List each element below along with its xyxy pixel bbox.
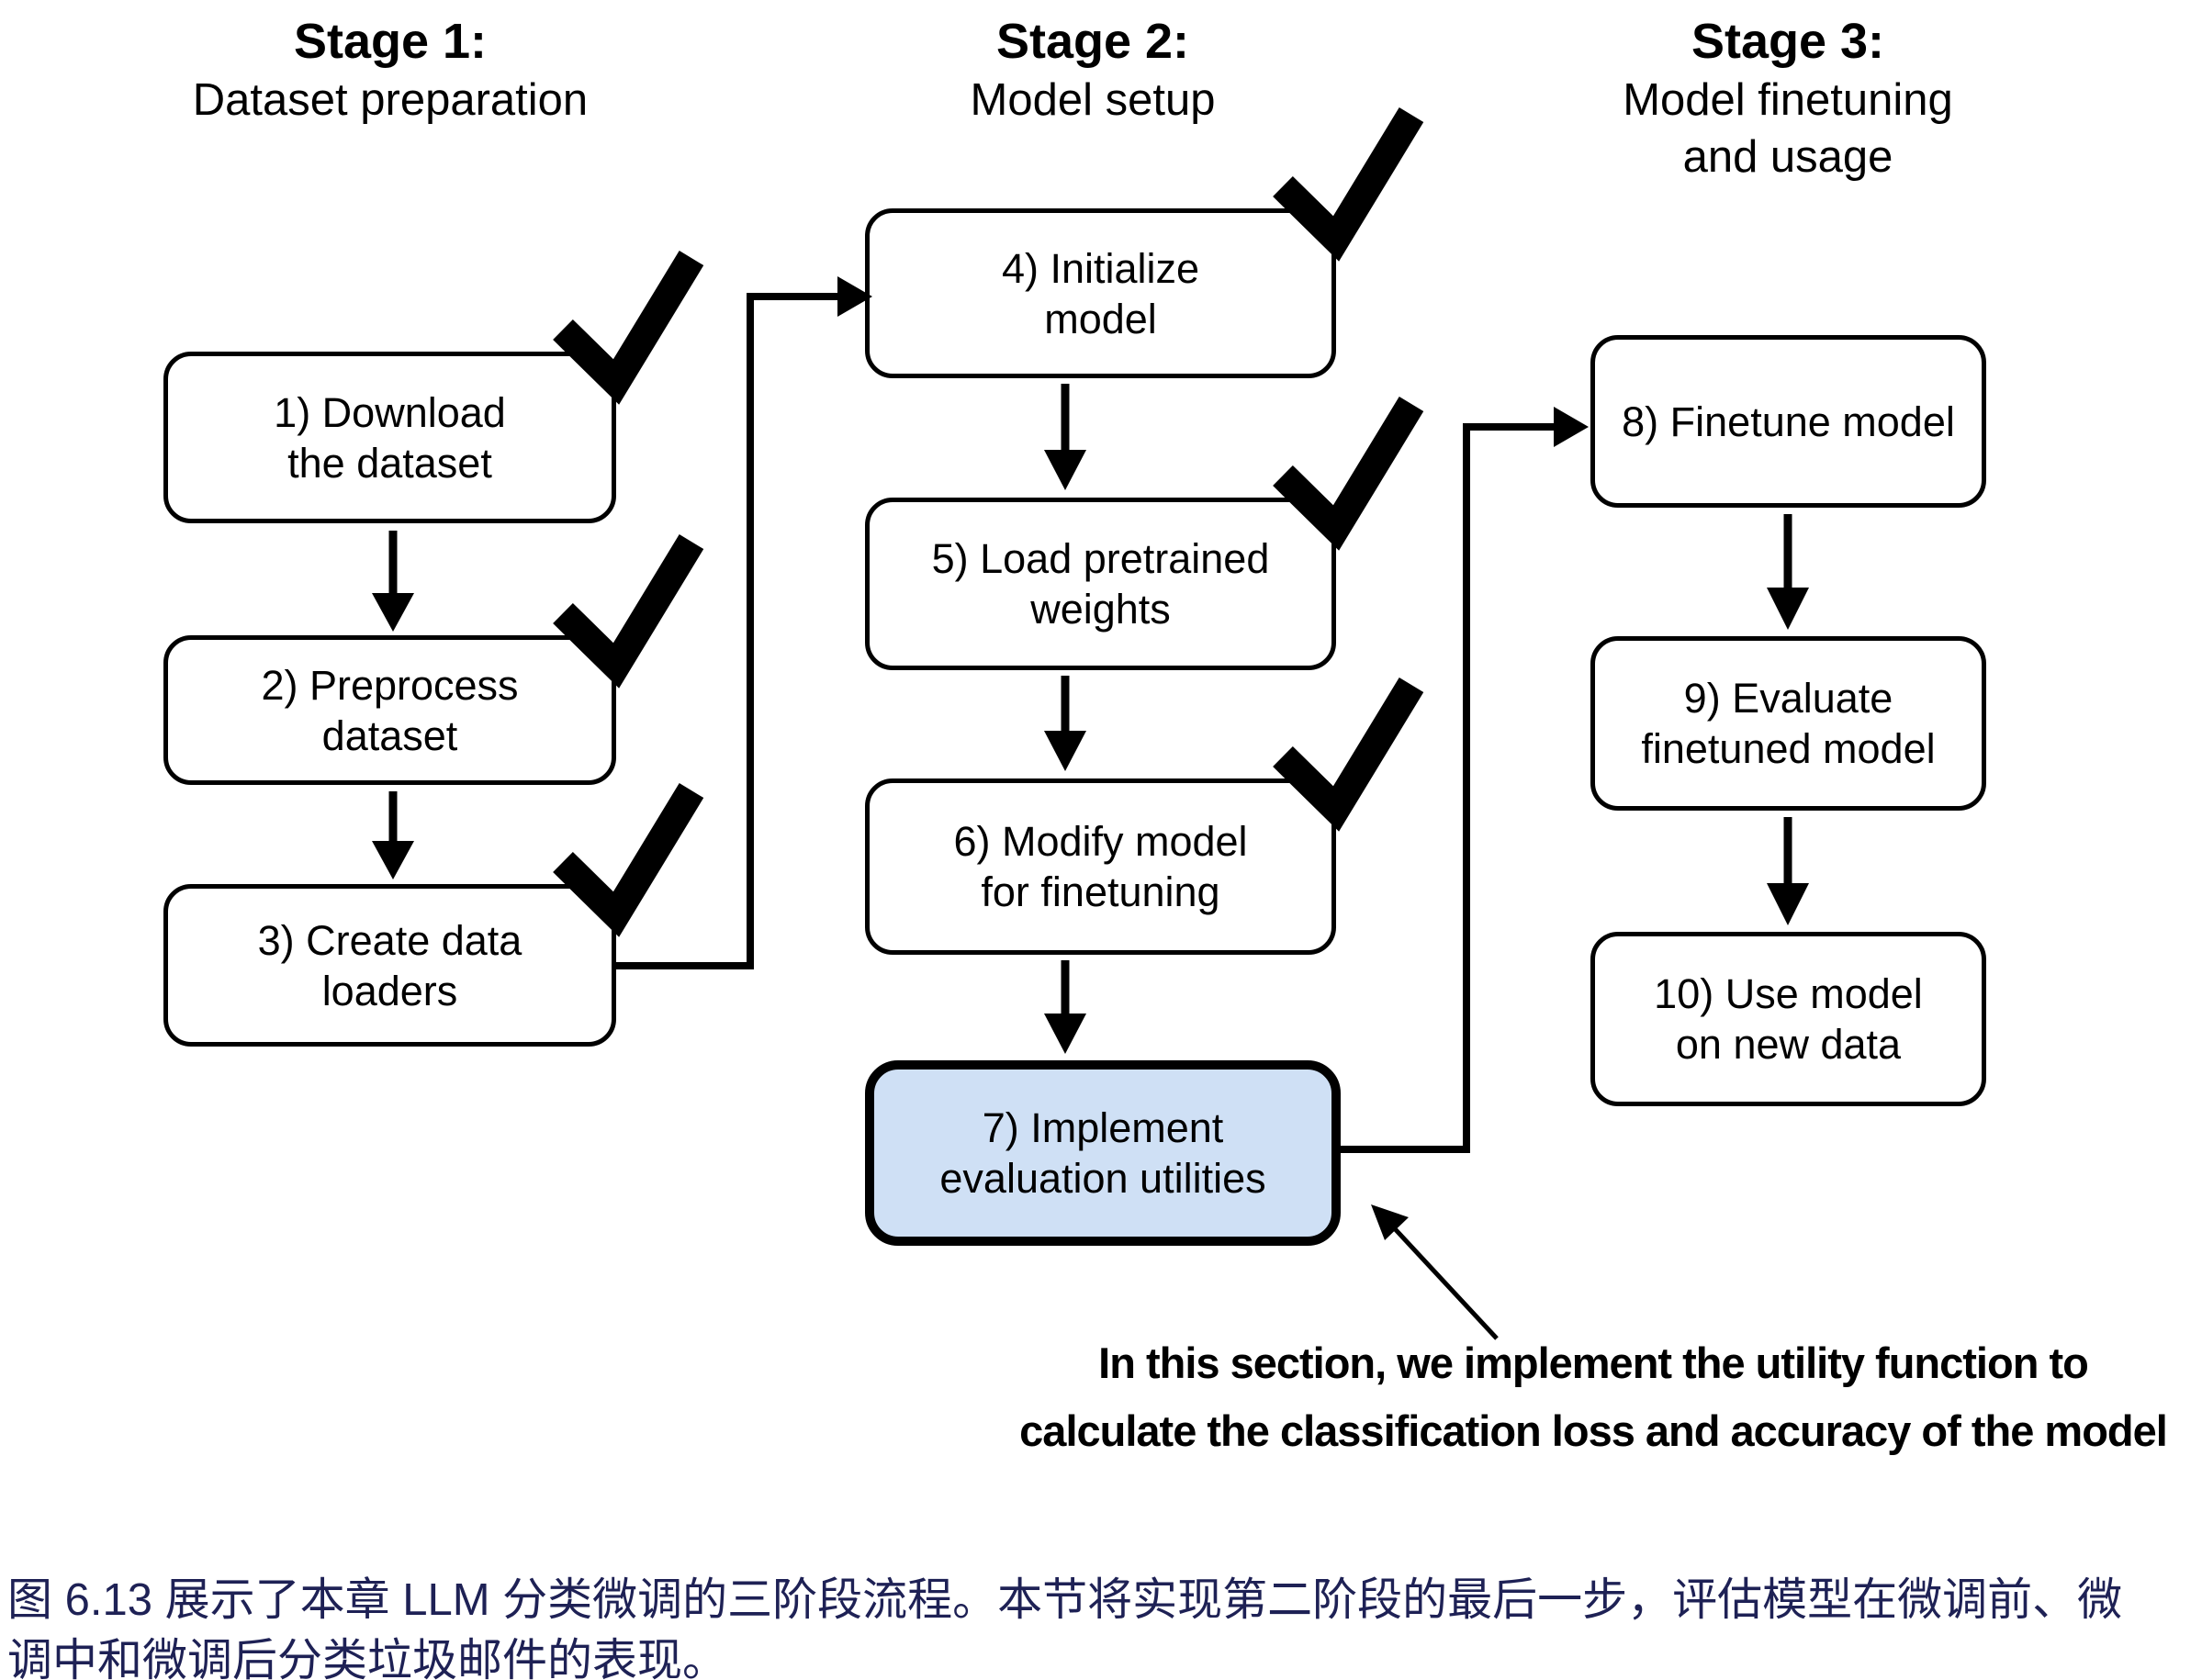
flow-box-2-label: 2) Preprocess bbox=[261, 661, 519, 709]
stage-2-subtitle: Model setup bbox=[970, 75, 1216, 125]
flow-box-6-label: 6) Modify model bbox=[953, 818, 1248, 865]
annotation-arrow-icon bbox=[1371, 1204, 1499, 1340]
flow-box-3-label: 3) Create data bbox=[257, 916, 522, 964]
stage-3-title: Stage 3: bbox=[1691, 14, 1885, 69]
figure-caption: 图 6.13 展示了本章 LLM 分类微调的三阶段流程。本节将实现第二阶段的最后… bbox=[7, 1570, 2196, 1680]
flow-box-8: 8) Finetune model bbox=[1590, 335, 1986, 508]
annotation-text: In this section, we implement the utilit… bbox=[955, 1329, 2202, 1465]
stage-1-title: Stage 1: bbox=[293, 14, 488, 69]
flow-box-10-label: 10) Use model bbox=[1654, 970, 1923, 1017]
caption-line-1: 图 6.13 展示了本章 LLM 分类微调的三阶段流程。本节将实现第二阶段的最后… bbox=[7, 1575, 2123, 1625]
stage-1-header: Stage 1: Dataset preparation bbox=[115, 11, 666, 129]
flow-box-7-label: 7) Implement bbox=[982, 1104, 1224, 1151]
flow-box-1-label: 1) Download bbox=[274, 388, 506, 436]
stage-3-header: Stage 3: Model finetuning and usage bbox=[1512, 11, 2063, 185]
flow-box-9-label: 9) Evaluate bbox=[1683, 675, 1893, 722]
stage-2-title: Stage 2: bbox=[995, 14, 1190, 69]
caption-line-2: 调中和微调后分类垃圾邮件的表现。 bbox=[7, 1636, 728, 1680]
annotation-line-2: calculate the classification loss and ac… bbox=[1019, 1406, 2168, 1455]
flow-box-8-label: 8) Finetune model bbox=[1622, 398, 1955, 445]
flow-box-4-label: 4) Initialize bbox=[1001, 244, 1200, 292]
stage-3-subtitle: Model finetuning and usage bbox=[1623, 75, 1953, 182]
annotation-line-1: In this section, we implement the utilit… bbox=[1098, 1338, 2089, 1387]
stage-2-header: Stage 2: Model setup bbox=[817, 11, 1368, 129]
stage-1-subtitle: Dataset preparation bbox=[192, 75, 589, 125]
flow-box-5-label: 5) Load pretrained bbox=[931, 535, 1270, 582]
connector-elbow-arrow bbox=[616, 276, 872, 969]
connector-elbow-arrow bbox=[1341, 407, 1589, 1153]
